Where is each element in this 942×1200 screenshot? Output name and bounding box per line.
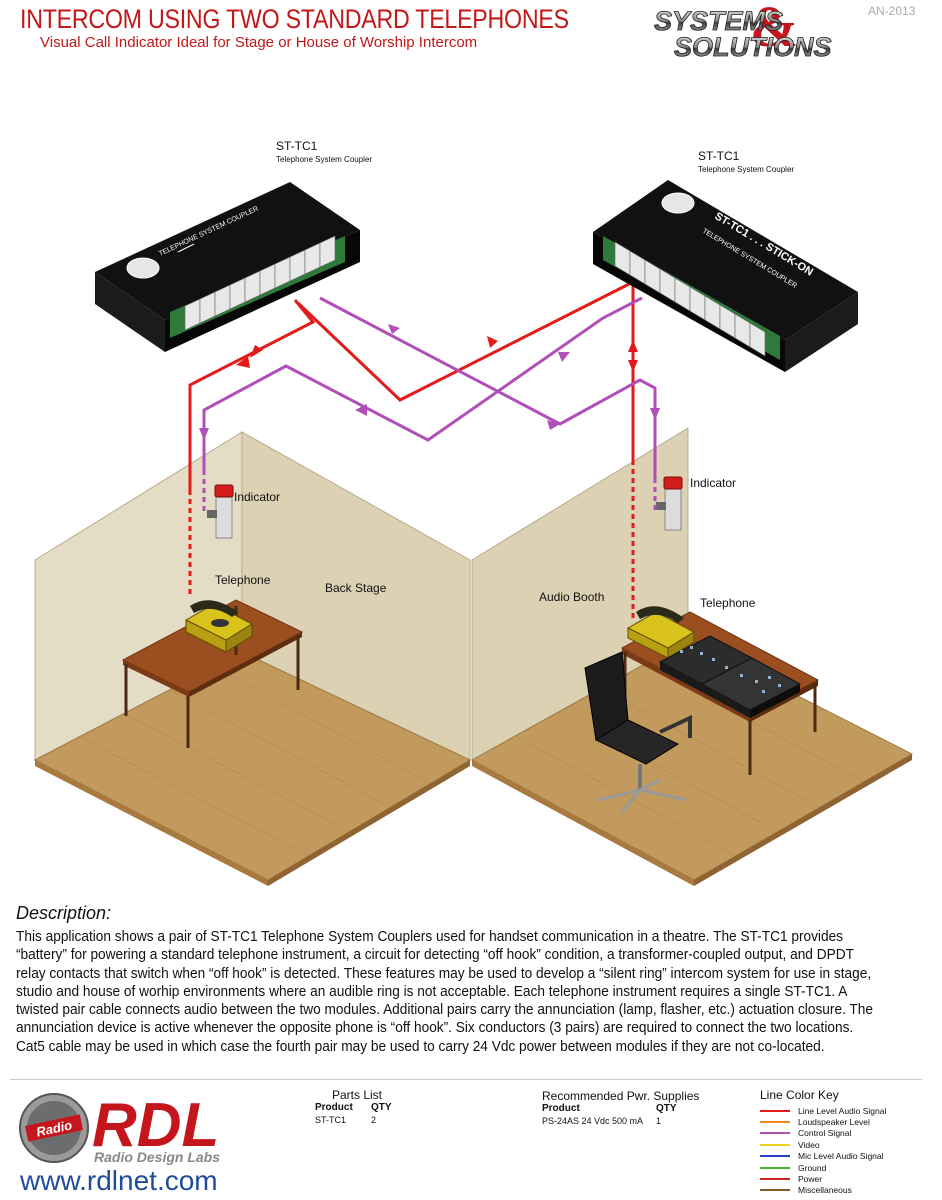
right-room xyxy=(470,427,914,886)
line-key-swatch xyxy=(760,1155,790,1158)
line-key-swatch xyxy=(760,1166,790,1169)
footer-divider xyxy=(10,1079,922,1080)
left-indicator-icon xyxy=(207,484,234,539)
right-telephone-icon xyxy=(626,606,696,659)
description-body: This application shows a pair of ST-TC1 … xyxy=(16,929,873,1055)
parts-list-title: Parts List xyxy=(332,1088,383,1102)
systems-solutions-logo: & SYSTEMS SOLUTIONS xyxy=(654,4,832,62)
line-key-swatch xyxy=(760,1132,790,1135)
right-module-name: ST-TC1 xyxy=(698,149,740,163)
left-st-tc1-module: ST-TC1 . . . STICK-ON TELEPHONE SYSTEM C… xyxy=(95,182,360,352)
left-terminal-block xyxy=(184,235,336,331)
rdl-url-link[interactable]: www.rdlnet.com xyxy=(19,1165,218,1196)
control-wire-right xyxy=(319,296,657,478)
power-row-product: PS-24AS 24 Vdc 500 mA xyxy=(542,1116,644,1126)
description-heading: Description: xyxy=(16,903,112,923)
parts-col-product: Product xyxy=(315,1102,353,1113)
brand-line-systems: SYSTEMS xyxy=(654,6,783,36)
left-table xyxy=(121,599,304,748)
line-key-label: Loudspeaker Level xyxy=(798,1117,870,1128)
rdl-logo-subtitle: Radio Design Labs xyxy=(94,1149,220,1165)
page-subtitle: Visual Call Indicator Ideal for Stage or… xyxy=(40,34,478,51)
line-key-item: Ground xyxy=(760,1162,930,1173)
wire-arrows xyxy=(199,324,660,440)
line-key-label: Control Signal xyxy=(798,1128,852,1139)
line-key-title: Line Color Key xyxy=(760,1088,839,1102)
line-key-item: Control Signal xyxy=(760,1128,930,1139)
line-key-item: Loudspeaker Level xyxy=(760,1116,930,1127)
line-key-label: Line Level Audio Signal xyxy=(798,1105,887,1116)
power-row-qty: 1 xyxy=(656,1116,662,1126)
line-key-label: Mic Level Audio Signal xyxy=(798,1151,884,1162)
left-module-desc: Telephone System Coupler xyxy=(276,155,372,164)
line-key-label: Miscellaneous xyxy=(798,1185,852,1196)
rdl-badge-text: Radio xyxy=(35,1117,73,1139)
power-supplies-title: Recommended Pwr. Supplies xyxy=(542,1089,700,1103)
line-key-item: Mic Level Audio Signal xyxy=(760,1151,930,1162)
right-indicator-label: Indicator xyxy=(690,476,736,490)
line-key-item: Power xyxy=(760,1173,930,1184)
power-col-product: Product xyxy=(542,1103,580,1114)
line-key-swatch xyxy=(760,1121,790,1124)
parts-row-product: ST-TC1 xyxy=(315,1115,347,1125)
line-key-swatch xyxy=(760,1143,790,1146)
line-key-label: Ground xyxy=(798,1162,827,1173)
parts-row-qty: 2 xyxy=(371,1115,377,1125)
line-key-swatch xyxy=(760,1178,790,1181)
intercom-diagram: ST-TC1 . . . STICK-ON TELEPHONE SYSTEM C… xyxy=(33,139,914,886)
red-audio-wire-left xyxy=(188,299,316,490)
right-module-desc: Telephone System Coupler xyxy=(698,165,794,174)
svg-text:&: & xyxy=(750,4,798,59)
mixing-console-icon xyxy=(658,635,802,718)
line-key-swatch xyxy=(760,1189,790,1192)
line-key-swatch xyxy=(760,1109,790,1112)
rdl-logo: Radio RDL Radio Design Labs www.rdlnet.c… xyxy=(19,1091,220,1196)
left-indicator-label: Indicator xyxy=(234,490,280,504)
office-chair-icon xyxy=(584,651,692,813)
rdl-badge-icon xyxy=(126,257,160,279)
power-col-qty: QTY xyxy=(656,1103,677,1114)
left-module-name: ST-TC1 xyxy=(276,139,318,153)
control-wire-left xyxy=(202,296,643,470)
rdl-badge-icon xyxy=(661,192,695,214)
line-key-item: Miscellaneous xyxy=(760,1185,930,1196)
line-key-label: Power xyxy=(798,1174,823,1185)
left-telephone-icon xyxy=(184,600,254,653)
page-title: INTERCOM USING TWO STANDARD TELEPHONES xyxy=(20,4,569,34)
doc-number: AN-2013 xyxy=(868,4,916,18)
left-room-label: Back Stage xyxy=(325,581,387,595)
right-indicator-icon xyxy=(656,476,683,531)
brand-line-solutions: SOLUTIONS xyxy=(674,32,832,62)
parts-list: Parts List xyxy=(332,1088,382,1102)
right-room-label: Audio Booth xyxy=(539,590,604,604)
line-key-label: Video xyxy=(798,1139,820,1150)
left-telephone-label: Telephone xyxy=(215,573,271,587)
line-key-item: Line Level Audio Signal xyxy=(760,1105,930,1116)
right-terminal-block xyxy=(614,241,766,357)
right-telephone-label: Telephone xyxy=(700,596,756,610)
rdl-logo-text: RDL xyxy=(92,1091,219,1160)
line-key-item: Video xyxy=(760,1139,930,1150)
red-audio-wire-cross xyxy=(296,280,634,402)
parts-col-qty: QTY xyxy=(371,1102,392,1113)
